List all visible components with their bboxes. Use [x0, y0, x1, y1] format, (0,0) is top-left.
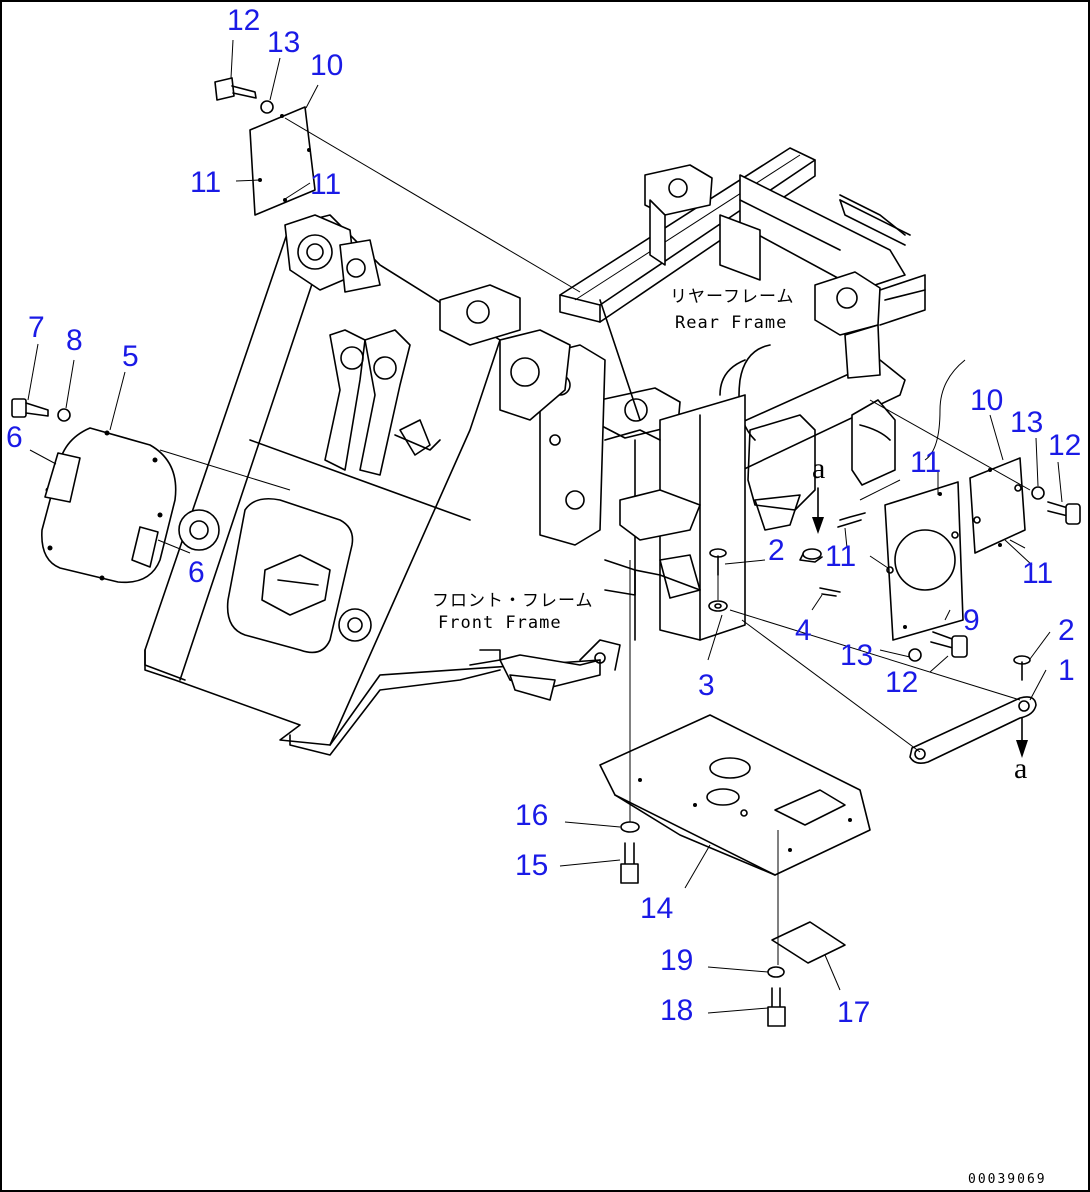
document-number: 00039069 — [968, 1172, 1047, 1187]
callout-5: 5 — [122, 340, 139, 373]
view-arrow-lower — [1016, 717, 1028, 758]
callout-10: 10 — [310, 49, 343, 82]
callout-7: 7 — [28, 311, 45, 344]
bolt-2-left — [709, 548, 727, 576]
callout-12: 12 — [227, 4, 260, 37]
plate-6-left — [44, 452, 81, 503]
callout-11: 11 — [910, 446, 941, 479]
bolt-7 — [11, 398, 49, 418]
callout-16: 16 — [515, 799, 548, 832]
callout-1: 1 — [1058, 654, 1075, 687]
spacer-3 — [799, 548, 823, 563]
callout-6: 6 — [6, 421, 23, 454]
callout-13: 13 — [1010, 406, 1043, 439]
callout-17: 17 — [837, 996, 870, 1029]
front-frame-jp-label: フロント・フレーム — [432, 591, 594, 611]
bolt-18 — [767, 987, 786, 1027]
callout-11: 11 — [825, 540, 856, 573]
bracket-1 — [909, 696, 1037, 764]
leader-lines — [27, 39, 1063, 1014]
hole-washer-6 — [178, 509, 220, 551]
callout-11: 11 — [1022, 557, 1053, 590]
pin-4 — [819, 587, 841, 597]
callout-11: 11 — [190, 166, 221, 199]
bolt-15 — [620, 842, 639, 884]
washer-13-lower — [908, 648, 922, 662]
cover-10-top — [249, 106, 316, 216]
view-mark-lower: a — [1014, 752, 1027, 785]
callout-12: 12 — [885, 666, 918, 699]
bolt-2-right — [1013, 655, 1031, 681]
view-mark-upper: a — [812, 452, 825, 485]
center-hinge-area — [439, 284, 816, 641]
front-frame-en-label: Front Frame — [438, 613, 562, 633]
callout-13: 13 — [840, 639, 873, 672]
bolt-12-top — [214, 77, 257, 101]
bolt-12-right — [1047, 501, 1081, 525]
callout-2: 2 — [768, 534, 785, 567]
callouts: 12 13 10 11 11 7 8 5 6 6 10 13 12 11 11 … — [6, 4, 1081, 1029]
front-frame — [144, 214, 621, 756]
callout-8: 8 — [66, 324, 83, 357]
cover-right-upper — [851, 399, 896, 486]
callout-4: 4 — [795, 614, 812, 647]
callout-15: 15 — [515, 849, 548, 882]
washer-8 — [57, 408, 71, 422]
bolt-12-lower — [930, 631, 968, 658]
washer-3 — [708, 600, 728, 612]
undercover-14 — [599, 714, 871, 876]
callout-3: 3 — [698, 669, 715, 702]
washer-13-top — [260, 100, 274, 114]
rear-frame-en-label: Rear Frame — [675, 313, 787, 333]
callout-18: 18 — [660, 994, 693, 1027]
rear-frame-jp-label: リヤーフレーム — [670, 287, 794, 307]
washer-19 — [767, 966, 785, 978]
callout-9: 9 — [963, 604, 980, 637]
callout-13: 13 — [267, 26, 300, 59]
plate-17 — [771, 921, 846, 964]
callout-11: 11 — [310, 168, 341, 201]
cover-5 — [41, 427, 177, 584]
cover-9 — [884, 481, 964, 641]
callout-19: 19 — [660, 944, 693, 977]
cover-10-right — [969, 457, 1026, 554]
callout-14: 14 — [640, 892, 673, 925]
washer-16 — [620, 821, 640, 833]
callout-12: 12 — [1048, 429, 1081, 462]
plate-6-right — [131, 526, 159, 568]
view-arrow-upper — [812, 487, 824, 534]
washer-13-right — [1031, 486, 1045, 500]
callout-6: 6 — [188, 556, 205, 589]
callout-10: 10 — [970, 384, 1003, 417]
callout-2: 2 — [1058, 614, 1075, 647]
